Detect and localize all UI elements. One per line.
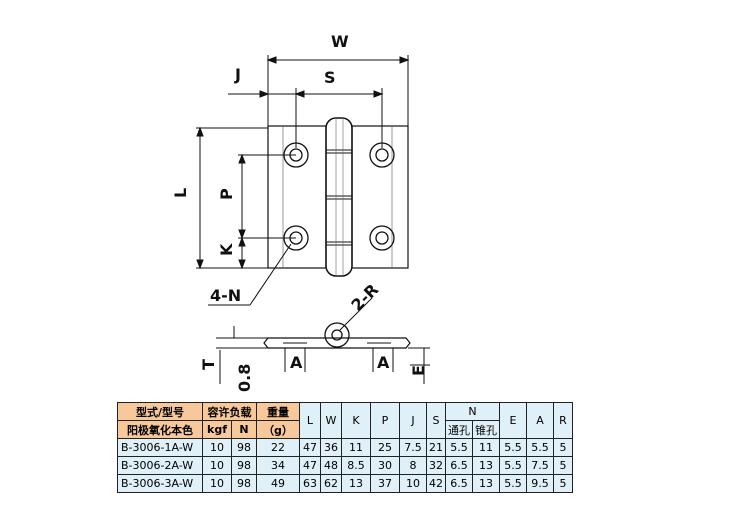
cell-E: 5.5 xyxy=(499,438,527,457)
cell-R: 5 xyxy=(553,456,573,475)
cell-L: 47 xyxy=(299,456,321,475)
label-4-N: 4-N xyxy=(210,286,241,305)
cell-N-through: 5.5 xyxy=(445,438,473,457)
cell-R: 5 xyxy=(553,438,573,457)
cell-J: 10 xyxy=(399,474,427,493)
hinge-technical-drawing: W J S L P K 4-N 2-R T 0.8 A A E xyxy=(171,32,430,392)
label-P: P xyxy=(217,188,236,200)
header-S: S xyxy=(426,402,446,439)
cell-A: 5.5 xyxy=(526,438,554,457)
label-W: W xyxy=(331,32,349,51)
header-kgf: kgf xyxy=(202,420,232,439)
cell-N: 98 xyxy=(231,474,257,493)
cell-N: 98 xyxy=(231,438,257,457)
cell-N-countersink: 13 xyxy=(472,474,500,493)
cell-g: 34 xyxy=(256,456,300,475)
header-K: K xyxy=(341,402,371,439)
cell-L: 63 xyxy=(299,474,321,493)
header-R: R xyxy=(553,402,573,439)
table-row: B-3006-2A-W 10 98 34 47 48 8.5 30 8 32 6… xyxy=(117,456,573,475)
table-row: B-3006-3A-W 10 98 49 63 62 13 37 10 42 6… xyxy=(117,474,573,493)
table-row: B-3006-1A-W 10 98 22 47 36 11 25 7.5 21 … xyxy=(117,438,573,457)
header-P: P xyxy=(370,402,400,439)
cell-kgf: 10 xyxy=(202,456,232,475)
cell-J: 8 xyxy=(399,456,427,475)
cell-K: 8.5 xyxy=(341,456,371,475)
cell-S: 32 xyxy=(426,456,446,475)
cell-model: B-3006-1A-W xyxy=(117,438,203,457)
label-2-R: 2-R xyxy=(347,280,382,315)
label-S: S xyxy=(324,68,336,87)
spec-table: 型式/型号 容许负载 重量 L W K P J S N E A R 阳极氧化本色… xyxy=(117,402,573,493)
cell-g: 22 xyxy=(256,438,300,457)
cell-W: 62 xyxy=(320,474,342,493)
cell-J: 7.5 xyxy=(399,438,427,457)
header-g-unit: （g） xyxy=(256,420,300,439)
label-K: K xyxy=(217,243,236,256)
label-T: T xyxy=(199,359,218,370)
cell-P: 25 xyxy=(370,438,400,457)
cell-E: 5.5 xyxy=(499,456,527,475)
header-E: E xyxy=(499,402,527,439)
cell-S: 21 xyxy=(426,438,446,457)
cell-E: 5.5 xyxy=(499,474,527,493)
cell-K: 11 xyxy=(341,438,371,457)
cell-kgf: 10 xyxy=(202,474,232,493)
cell-A: 7.5 xyxy=(526,456,554,475)
cell-g: 49 xyxy=(256,474,300,493)
cell-model: B-3006-3A-W xyxy=(117,474,203,493)
header-model-finish: 阳极氧化本色 xyxy=(117,420,203,439)
label-E: E xyxy=(409,365,428,376)
cell-S: 42 xyxy=(426,474,446,493)
header-W: W xyxy=(320,402,342,439)
header-L: L xyxy=(299,402,321,439)
cell-N-countersink: 11 xyxy=(472,438,500,457)
label-J: J xyxy=(234,65,241,84)
cell-R: 5 xyxy=(553,474,573,493)
header-J: J xyxy=(399,402,427,439)
cell-N-through: 6.5 xyxy=(445,474,473,493)
label-A-left: A xyxy=(290,353,303,372)
header-N-unit: N xyxy=(231,420,257,439)
cell-P: 30 xyxy=(370,456,400,475)
label-L: L xyxy=(171,188,190,198)
cell-kgf: 10 xyxy=(202,438,232,457)
cell-W: 36 xyxy=(320,438,342,457)
header-weight: 重量 xyxy=(256,402,300,421)
cell-N: 98 xyxy=(231,456,257,475)
header-N-group: N xyxy=(445,402,500,421)
label-thickness: 0.8 xyxy=(235,364,254,392)
label-A-right: A xyxy=(377,353,390,372)
header-N-through: 通孔 xyxy=(445,420,473,439)
cell-A: 9.5 xyxy=(526,474,554,493)
cell-model: B-3006-2A-W xyxy=(117,456,203,475)
header-N-countersink: 锥孔 xyxy=(472,420,500,439)
cell-P: 37 xyxy=(370,474,400,493)
cell-N-countersink: 13 xyxy=(472,456,500,475)
header-load: 容许负载 xyxy=(202,402,257,421)
cell-W: 48 xyxy=(320,456,342,475)
cell-K: 13 xyxy=(341,474,371,493)
cell-N-through: 6.5 xyxy=(445,456,473,475)
table-header-row-1: 型式/型号 容许负载 重量 L W K P J S N E A R xyxy=(117,402,573,439)
cell-L: 47 xyxy=(299,438,321,457)
header-A: A xyxy=(526,402,554,439)
header-model: 型式/型号 xyxy=(117,402,203,421)
